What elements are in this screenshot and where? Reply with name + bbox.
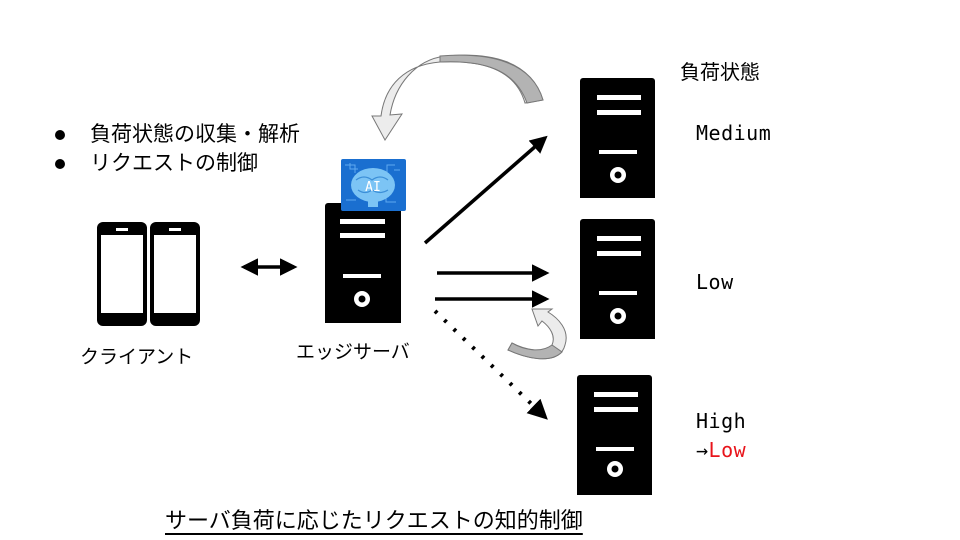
status-medium: Medium xyxy=(696,121,772,145)
status-high-change: →Low xyxy=(696,438,746,462)
server-low-icon xyxy=(580,219,655,339)
feature-list-item: 負荷状態の収集・解析 xyxy=(55,120,300,149)
ai-brain-icon xyxy=(341,159,406,211)
edge-server-icon xyxy=(325,203,401,323)
edge-server-label: エッジサーバ xyxy=(296,341,410,363)
server-high-icon xyxy=(577,375,652,495)
client-label: クライアント xyxy=(80,346,194,368)
arrow-to-medium xyxy=(423,135,548,245)
transition-arrow: → xyxy=(696,438,709,462)
bullet-icon xyxy=(55,129,65,140)
ai-badge-text: AI xyxy=(365,180,381,195)
curved-arrow-feedback-top xyxy=(371,54,544,141)
server-medium-icon xyxy=(580,78,655,198)
curved-arrow-rebalance xyxy=(507,308,567,360)
feature-text: リクエストの制御 xyxy=(90,151,258,175)
smartphone-icon xyxy=(150,222,200,326)
dotted-arrow-to-high xyxy=(433,309,548,420)
status-high: High xyxy=(696,409,747,433)
status-low: Low xyxy=(696,270,734,294)
feature-list-item: リクエストの制御 xyxy=(55,149,300,178)
bullet-icon xyxy=(55,158,65,169)
smartphone-icon xyxy=(97,222,147,326)
diagram-caption: サーバ負荷に応じたリクエストの知的制御 xyxy=(165,509,583,534)
load-status-header: 負荷状態 xyxy=(680,60,760,84)
feature-text: 負荷状態の収集・解析 xyxy=(90,122,300,146)
status-high-new: Low xyxy=(708,438,747,462)
feature-list: 負荷状態の収集・解析 リクエストの制御 xyxy=(55,120,300,178)
